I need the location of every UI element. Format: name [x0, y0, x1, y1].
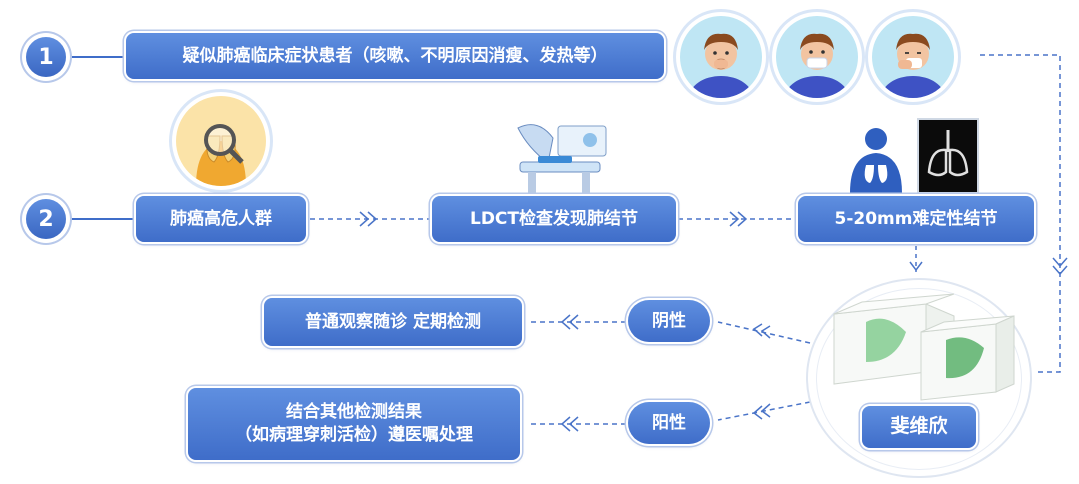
patient-mask-icon — [776, 16, 858, 98]
combine-results-line1: 结合其他检测结果 — [286, 402, 422, 423]
product-ring — [806, 278, 1032, 478]
patient-cough-icon — [680, 16, 762, 98]
observe-text: 普通观察随诊 定期检测 — [305, 311, 481, 332]
positive-badge: 阳性 — [628, 402, 710, 444]
symptom-patient-text: 疑似肺癌临床症状患者（咳嗽、不明原因消瘦、发热等） — [182, 45, 608, 66]
step-1-number-text: 1 — [38, 44, 54, 70]
patient-sneeze-icon — [872, 16, 954, 98]
nodule-text: 5-20mm难定性结节 — [834, 208, 998, 229]
step-2-number: 2 — [26, 199, 66, 239]
product-ring-inner — [816, 288, 1022, 470]
nodule-box: 5-20mm难定性结节 — [798, 196, 1034, 242]
positive-text: 阳性 — [652, 412, 686, 433]
ldct-box: LDCT检查发现肺结节 — [432, 196, 676, 242]
lung-magnifier-icon — [176, 96, 266, 186]
ct-scanner-icon — [498, 118, 618, 202]
body-lungs-icon — [846, 125, 906, 197]
negative-text: 阴性 — [652, 310, 686, 331]
high-risk-group-box: 肺癌高危人群 — [136, 196, 306, 242]
xray-lungs-icon — [917, 118, 979, 194]
product-label-text: 斐维欣 — [890, 415, 948, 438]
negative-badge: 阴性 — [628, 300, 710, 342]
step-2-number-text: 2 — [38, 206, 54, 232]
high-risk-group-text: 肺癌高危人群 — [170, 208, 272, 229]
ldct-text: LDCT检查发现肺结节 — [469, 208, 639, 229]
symptom-patient-box: 疑似肺癌临床症状患者（咳嗽、不明原因消瘦、发热等） — [126, 33, 664, 79]
combine-results-line2: （如病理穿刺活检）遵医嘱处理 — [235, 425, 473, 445]
step-1-number: 1 — [26, 37, 66, 77]
combine-results-box: 结合其他检测结果 （如病理穿刺活检）遵医嘱处理 — [188, 388, 520, 460]
product-box-icon — [826, 292, 1016, 406]
observe-box: 普通观察随诊 定期检测 — [264, 298, 522, 346]
product-label-box: 斐维欣 — [862, 406, 976, 448]
